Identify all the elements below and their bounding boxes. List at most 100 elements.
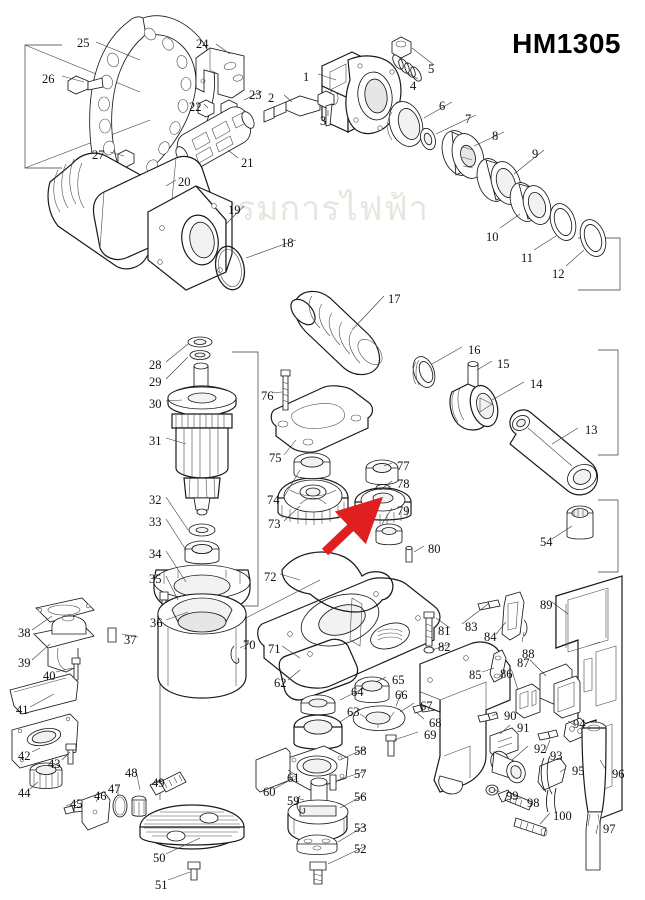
- page-title: HM1305: [512, 28, 621, 59]
- part-19-motor-housing: [47, 152, 233, 291]
- callout-number-58: 58: [354, 744, 367, 758]
- callout-number-54: 54: [540, 535, 553, 549]
- callout-number-95: 95: [572, 764, 585, 778]
- part-50-base-plate: [139, 804, 245, 850]
- callout-number-62: 62: [274, 676, 287, 690]
- leader-lines: [29, 41, 607, 881]
- part-70-clip: [230, 645, 240, 664]
- callout-number-13: 13: [585, 423, 598, 437]
- part-66-67-plate: [352, 705, 406, 731]
- part-43-screw: [65, 743, 77, 765]
- part-14-piston: [449, 383, 499, 431]
- part-98-bolt: [497, 789, 533, 811]
- part-3-bolt: [317, 90, 335, 127]
- part-10-sleeve: [509, 182, 552, 225]
- part-11-ring: [549, 203, 577, 241]
- part-48-bushing: [131, 795, 147, 817]
- part-22-nut: [197, 99, 215, 118]
- callout-number-78: 78: [397, 477, 410, 491]
- part-69-bolt: [385, 734, 397, 757]
- callout-number-86: 86: [500, 667, 513, 681]
- callout-number-60: 60: [263, 785, 276, 799]
- callout-number-65: 65: [392, 673, 405, 687]
- part-33-bearing: [184, 540, 220, 565]
- part-59-clip: [296, 795, 306, 814]
- callout-number-28: 28: [149, 358, 162, 372]
- group-bracket-crank: [598, 349, 619, 573]
- part-53-plate: [296, 834, 338, 855]
- callout-number-44: 44: [18, 786, 31, 800]
- group-bracket-handle: [24, 44, 151, 169]
- callout-number-94: 94: [573, 717, 586, 731]
- part-40-screw: [71, 657, 81, 681]
- callout-number-93: 93: [550, 749, 563, 763]
- callout-number-14: 14: [530, 377, 543, 391]
- callout-number-61: 61: [287, 771, 300, 785]
- callout-number-79: 79: [397, 504, 410, 518]
- part-7-ring: [420, 127, 436, 151]
- part-38-gasket: [35, 597, 95, 623]
- callout-number-33: 33: [149, 515, 162, 529]
- callout-number-52: 52: [354, 842, 367, 856]
- callout-number-2: 2: [268, 91, 275, 105]
- part-85-link: [489, 649, 507, 683]
- callout-number-50: 50: [153, 851, 166, 865]
- callout-number-30: 30: [149, 397, 162, 411]
- callout-number-41: 41: [16, 703, 29, 717]
- part-24-side-bracket: [195, 47, 245, 99]
- part-87-brush-plate: [539, 663, 581, 719]
- callout-number-85: 85: [469, 668, 482, 682]
- callout-number-37: 37: [124, 633, 137, 647]
- part-65-bearing: [354, 676, 390, 703]
- callout-number-49: 49: [152, 776, 165, 790]
- part-68-handle-arm: [419, 641, 511, 795]
- callout-number-84: 84: [484, 630, 497, 644]
- callout-number-63: 63: [347, 705, 360, 719]
- part-83-screw: [477, 599, 501, 611]
- callout-number-38: 38: [18, 626, 31, 640]
- callout-number-6: 6: [439, 99, 446, 113]
- part-76-screw: [280, 369, 291, 411]
- callout-number-27: 27: [92, 148, 105, 162]
- callout-number-68: 68: [429, 716, 442, 730]
- part-51-screw: [187, 861, 201, 881]
- callout-number-23: 23: [249, 88, 262, 102]
- callout-number-12: 12: [552, 267, 565, 281]
- part-92-sleeve: [490, 750, 526, 784]
- callout-number-59: 59: [287, 794, 300, 808]
- callout-number-70: 70: [243, 638, 256, 652]
- callout-number-45: 45: [70, 797, 83, 811]
- callout-number-98: 98: [527, 796, 540, 810]
- callout-number-96: 96: [612, 767, 625, 781]
- callout-number-69: 69: [424, 728, 437, 742]
- part-71-crank-housing: [257, 577, 441, 689]
- group-bracket-armature: [232, 351, 259, 607]
- callout-number-3: 3: [320, 114, 327, 128]
- part-5-nut: [391, 36, 412, 59]
- part-94-clamp: [563, 717, 587, 743]
- callout-number-57: 57: [354, 767, 367, 781]
- part-77-bearing: [365, 459, 399, 485]
- part-64-washer: [300, 694, 336, 716]
- callout-number-29: 29: [149, 375, 162, 389]
- callout-number-31: 31: [149, 434, 162, 448]
- callout-number-89: 89: [540, 598, 553, 612]
- part-12-ring: [579, 219, 607, 257]
- part-13-connecting-rod: [509, 409, 599, 496]
- callout-number-71: 71: [268, 642, 281, 656]
- callout-number-80: 80: [428, 542, 441, 556]
- part-49-bolt: [149, 771, 187, 796]
- part-26-bolt: [67, 75, 104, 95]
- callout-number-19: 19: [228, 203, 241, 217]
- callout-number-100: 100: [553, 809, 572, 823]
- part-96-97-cord: [581, 721, 607, 871]
- part-30-31-armature: [167, 362, 237, 516]
- part-75-crank-cover: [270, 385, 374, 453]
- callout-number-46: 46: [94, 789, 107, 803]
- callout-number-4: 4: [410, 79, 417, 93]
- part-79-bearing: [375, 523, 403, 546]
- callout-number-7: 7: [465, 112, 472, 126]
- callout-number-91: 91: [517, 721, 530, 735]
- callout-number-53: 53: [354, 821, 367, 835]
